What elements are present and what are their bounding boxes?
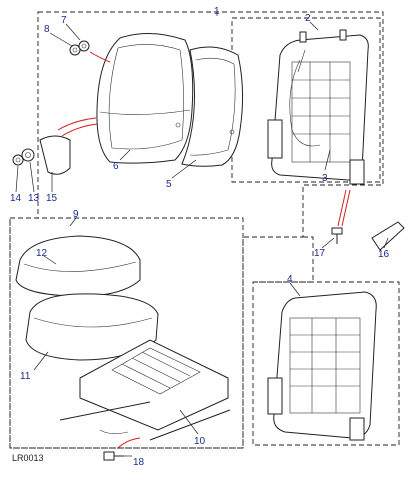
seat-cushion-top	[15, 235, 141, 297]
nut-14	[12, 154, 24, 166]
bolt-17	[331, 227, 343, 244]
washer-7	[78, 40, 90, 52]
callout-10: 10	[194, 436, 206, 447]
backrest-frame-bare	[267, 291, 377, 441]
bolt-18	[103, 451, 124, 461]
callout-11: 11	[20, 371, 31, 382]
assembly-arrow-bolt18	[117, 437, 141, 449]
assembly-arrow-bolt17-2	[341, 189, 351, 227]
callout-13: 13	[28, 193, 40, 204]
callout-6: 6	[113, 161, 119, 172]
assembly-arrow-hinge-2	[61, 123, 99, 137]
assembly-arrow-hinge	[57, 117, 97, 131]
callout-7: 7	[61, 15, 67, 26]
callout-4: 4	[287, 274, 293, 285]
seat-cushion-foam	[25, 293, 159, 361]
callout-15: 15	[46, 193, 58, 204]
callout-9: 9	[73, 209, 79, 220]
assembly-arrow-washers	[89, 51, 111, 63]
callout-16: 16	[378, 249, 390, 260]
callout-17: 17	[314, 248, 326, 259]
nut-8	[69, 44, 81, 56]
backrest-frame-wired	[267, 29, 369, 185]
seat-base-frame	[59, 339, 231, 441]
callout-14: 14	[10, 193, 22, 204]
callout-8: 8	[44, 24, 50, 35]
backrest-rear-cover	[175, 46, 244, 167]
callout-12: 12	[36, 248, 48, 259]
callout-18: 18	[133, 457, 145, 468]
backrest-cushion	[96, 32, 194, 164]
group-16-17-outline	[253, 236, 314, 283]
assembly-arrow-bolt17	[337, 189, 347, 227]
group-9-outline	[9, 217, 244, 449]
callout-3: 3	[322, 173, 328, 184]
diagram-code: LR0013	[12, 453, 44, 463]
group-4-outline	[252, 281, 400, 446]
leader-lines	[15, 12, 389, 457]
side-trim	[371, 221, 405, 251]
hinge-cover	[39, 135, 71, 175]
callout-5: 5	[166, 179, 172, 190]
washer-13	[21, 148, 35, 162]
callout-1: 1	[214, 6, 220, 17]
callout-2: 2	[305, 13, 311, 24]
